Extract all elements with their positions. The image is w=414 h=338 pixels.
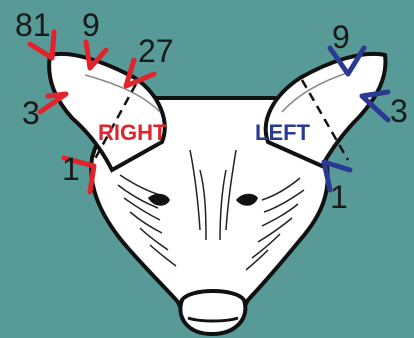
right-notch-27-label: 27 xyxy=(138,33,174,69)
right-notch-9-label: 9 xyxy=(82,7,100,43)
left-side-label: LEFT xyxy=(255,120,311,145)
snout xyxy=(180,291,245,334)
right-side-label: RIGHT xyxy=(98,120,167,145)
right-notch-81-label: 81 xyxy=(15,7,51,43)
right-notch-1-label: 1 xyxy=(62,151,80,187)
right-notch-3-label: 3 xyxy=(22,95,40,131)
left-notch-9-label: 9 xyxy=(332,19,350,55)
left-notch-1-label: 1 xyxy=(330,179,348,215)
left-notch-3-label: 3 xyxy=(390,93,408,129)
